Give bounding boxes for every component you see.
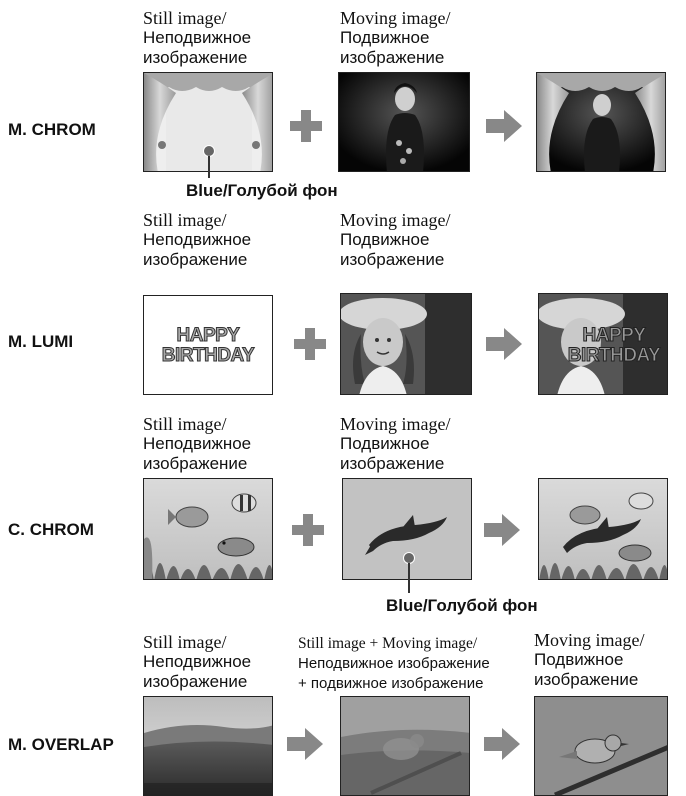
- moving-image-caption: Moving image/ Подвижное изображение: [534, 630, 645, 690]
- moving-image-caption: Moving image/ Подвижное изображение: [340, 414, 451, 474]
- still-image-birthday-text: HAPPY BIRTHDAY: [143, 295, 273, 395]
- mode-label: C. CHROM: [8, 520, 94, 540]
- mode-label: M. OVERLAP: [8, 735, 114, 755]
- arrow-right-icon: [484, 514, 520, 546]
- birthday-text-line2: BIRTHDAY: [144, 346, 272, 366]
- still-image-caption: Still image/ Неподвижное изображение: [143, 632, 251, 692]
- leader-line: [408, 563, 410, 593]
- leader-line: [208, 156, 210, 178]
- still-image-caption: Still image/ Неподвижное изображение: [143, 210, 251, 270]
- arrow-right-icon: [484, 728, 520, 760]
- mode-label: M. LUMI: [8, 332, 73, 352]
- arrow-right-icon: [287, 728, 323, 760]
- moving-image-caption: Moving image/ Подвижное изображение: [340, 210, 451, 270]
- arrow-right-icon: [486, 328, 522, 360]
- plus-icon: [288, 108, 324, 144]
- combined-image-caption: Still image + Moving image/ Неподвижное …: [298, 634, 490, 694]
- still-image-landscape: [143, 696, 273, 796]
- blue-background-label: Blue/Голубой фон: [386, 596, 538, 616]
- result-image-m-chrom: [536, 72, 666, 172]
- birthday-text-line2: BIRTHDAY: [555, 346, 668, 366]
- still-image-caption: Still image/ Неподвижное изображение: [143, 414, 251, 474]
- still-image-aquarium: [143, 478, 273, 580]
- plus-icon: [290, 512, 326, 548]
- moving-image-bird: [534, 696, 668, 796]
- moving-image-caption: Moving image/ Подвижное изображение: [340, 8, 451, 68]
- birthday-text-line1: HAPPY: [555, 326, 668, 346]
- arrow-right-icon: [486, 110, 522, 142]
- mode-label: M. CHROM: [8, 120, 96, 140]
- birthday-text-line1: HAPPY: [144, 326, 272, 346]
- result-image-c-chrom: [538, 478, 668, 580]
- plus-icon: [292, 326, 328, 362]
- combined-image-overlap: [340, 696, 470, 796]
- moving-image-girl: [340, 293, 472, 395]
- result-image-m-lumi: HAPPY BIRTHDAY: [538, 293, 668, 395]
- moving-image-woman: [338, 72, 470, 172]
- blue-background-label: Blue/Голубой фон: [186, 181, 338, 201]
- moving-image-dolphin: [342, 478, 472, 580]
- still-image-caption: Still image/ Неподвижное изображение: [143, 8, 251, 68]
